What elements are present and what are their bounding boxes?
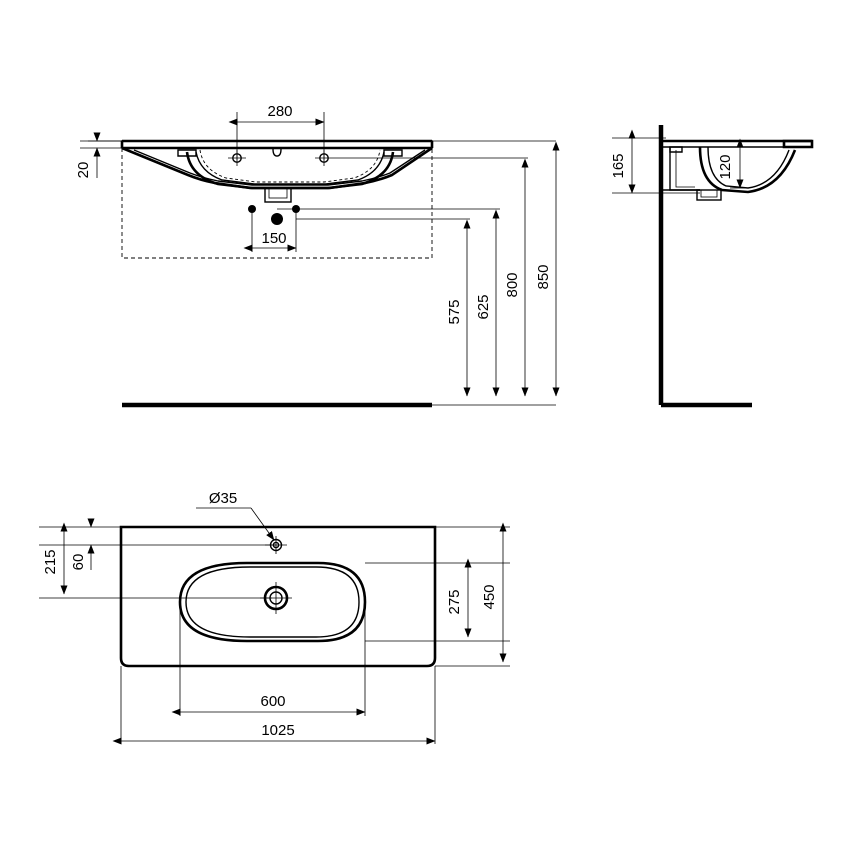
dimension-150: 150: [243, 205, 300, 252]
dimension-625-label: 625: [475, 294, 492, 319]
dimension-800: 800: [333, 157, 529, 397]
front-bowl-hidden-line: [199, 149, 381, 183]
dimension-165-label: 165: [610, 153, 627, 178]
side-waste-outlet: [696, 189, 722, 201]
side-elevation-view: 165 120: [610, 125, 814, 408]
dimension-625: 625: [277, 208, 500, 397]
dimension-60: 60: [70, 518, 95, 571]
side-back-apron: [661, 146, 700, 191]
dimension-280: 280: [228, 103, 325, 160]
dimension-1025: 1025: [112, 722, 436, 745]
plan-bowl-outline-inner: [185, 566, 360, 638]
front-overflow-slot: [272, 148, 282, 157]
dimension-120-label: 120: [717, 154, 734, 179]
front-waste-outlet: [264, 187, 292, 203]
dimension-20: 20: [75, 132, 122, 179]
side-bowl-profile: [698, 146, 797, 194]
dimension-600-label: 600: [260, 693, 285, 710]
dimension-1025-label: 1025: [261, 722, 294, 739]
dimension-215-label: 215: [42, 549, 59, 574]
dimension-600: 600: [171, 693, 366, 716]
dimension-diameter-35-label: Ø35: [209, 490, 237, 507]
dimension-575: 575: [296, 218, 471, 397]
dimension-215: 215: [42, 522, 68, 595]
dimension-20-label: 20: [75, 162, 92, 179]
dimension-150-label: 150: [261, 230, 286, 247]
dimension-850-label: 850: [535, 264, 552, 289]
dimension-60-label: 60: [70, 554, 87, 571]
dimension-450: 450: [481, 522, 507, 663]
front-elevation-view: 280 20 150 575: [75, 103, 560, 408]
dimension-275-label: 275: [446, 589, 463, 614]
dimension-165: 165: [610, 129, 700, 194]
plan-outer-outline: [119, 525, 437, 668]
dimension-diameter-35: Ø35: [196, 490, 275, 541]
dimension-275: 275: [446, 558, 472, 638]
dimension-800-label: 800: [504, 272, 521, 297]
dimension-120: 120: [717, 138, 746, 189]
front-basin-rim: [120, 139, 434, 150]
dimension-450-label: 450: [481, 584, 498, 609]
dimension-850: 850: [535, 141, 560, 397]
dimension-575-label: 575: [446, 299, 463, 324]
plan-bowl-outline: [178, 561, 367, 643]
front-node-waste: [271, 213, 283, 225]
dimension-280-label: 280: [267, 103, 292, 120]
front-rim-notches: [177, 149, 403, 157]
plan-view: Ø35 215 60 275 450: [39, 490, 510, 745]
side-rim-end-cap: [782, 139, 814, 149]
